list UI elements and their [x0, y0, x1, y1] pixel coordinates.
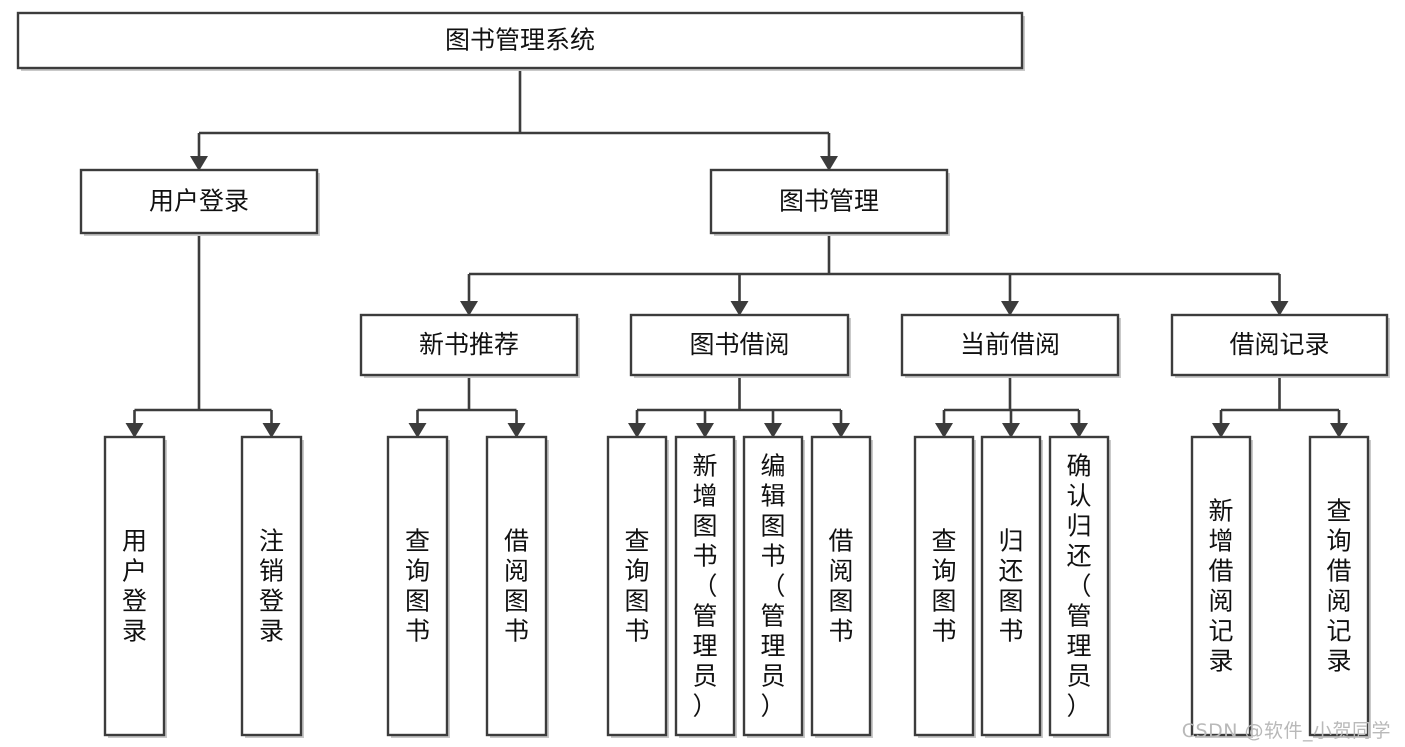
arrow-head-icon [832, 423, 850, 438]
arrow-head-icon [628, 423, 646, 438]
node-leaf-add-record[interactable]: 新增借阅记录 [1190, 435, 1253, 738]
node-box[interactable] [810, 435, 872, 737]
node-box[interactable] [386, 435, 449, 737]
node-leaf-add-book[interactable]: 新增图书（管理员） [674, 435, 737, 738]
arrow-head-icon [730, 301, 749, 316]
node-box[interactable] [79, 168, 319, 235]
node-box[interactable] [913, 435, 975, 737]
connector-group-records [1212, 375, 1348, 438]
connector-group-login [125, 233, 281, 438]
node-borrow[interactable]: 图书借阅 [629, 313, 851, 378]
arrow-head-icon [1001, 301, 1019, 316]
node-leaf-return-book[interactable]: 归还图书 [980, 435, 1043, 738]
node-box[interactable] [1190, 435, 1252, 737]
arrow-head-icon [408, 423, 427, 438]
arrow-head-icon [125, 423, 144, 438]
node-box[interactable] [1170, 313, 1389, 377]
arrow-head-icon [1330, 423, 1348, 438]
arrow-head-icon [1270, 301, 1289, 316]
node-label: 查询图书 [624, 526, 649, 645]
node-box[interactable] [606, 435, 668, 737]
node-box[interactable] [629, 313, 850, 377]
connector-group-root [190, 68, 838, 171]
connector-group-bookmgmt [460, 233, 1289, 316]
arrow-head-icon [190, 156, 208, 171]
node-current[interactable]: 当前借阅 [900, 313, 1121, 378]
arrow-head-icon [1002, 423, 1020, 438]
node-layer: 图书管理系统用户登录图书管理新书推荐图书借阅当前借阅借阅记录用户登录注销登录查询… [16, 11, 1390, 738]
node-root[interactable]: 图书管理系统 [16, 11, 1025, 71]
node-login[interactable]: 用户登录 [79, 168, 320, 236]
node-label: 归还图书 [998, 526, 1023, 645]
node-box[interactable] [674, 435, 736, 737]
node-label: 查询借阅记录 [1326, 496, 1351, 675]
node-box[interactable] [742, 435, 804, 737]
node-records[interactable]: 借阅记录 [1170, 313, 1390, 378]
node-label: 编辑图书（管理员） [760, 451, 785, 720]
node-label: 当前借阅 [960, 330, 1060, 359]
node-box[interactable] [900, 313, 1120, 377]
node-box[interactable] [1308, 435, 1370, 737]
arrow-head-icon [935, 423, 953, 438]
node-leaf-query-book-2[interactable]: 查询图书 [606, 435, 669, 738]
arrow-head-icon [696, 423, 714, 438]
node-leaf-confirm-return[interactable]: 确认归还（管理员） [1048, 435, 1111, 738]
node-box[interactable] [980, 435, 1042, 737]
node-label: 借阅记录 [1229, 330, 1329, 359]
arrow-head-icon [460, 301, 478, 316]
csdn-watermark: CSDN @软件_小贺同学 [1181, 720, 1391, 742]
node-leaf-borrow-book-1[interactable]: 借阅图书 [485, 435, 549, 738]
arrow-head-icon [262, 423, 281, 438]
node-label: 用户登录 [122, 526, 147, 645]
node-label: 图书借阅 [689, 330, 789, 359]
node-box[interactable] [359, 313, 579, 377]
node-label: 新增借阅记录 [1208, 496, 1233, 675]
arrow-head-icon [764, 423, 782, 438]
connector-group-current [935, 375, 1088, 438]
arrow-head-icon [1070, 423, 1088, 438]
node-box[interactable] [16, 11, 1024, 70]
node-leaf-user-logout[interactable]: 注销登录 [240, 435, 304, 738]
node-label: 确认归还（管理员） [1066, 451, 1091, 720]
node-leaf-query-book-3[interactable]: 查询图书 [913, 435, 976, 738]
node-label: 查询图书 [931, 526, 956, 645]
connector-layer [125, 68, 1348, 438]
arrow-head-icon [1212, 423, 1230, 438]
connector-group-borrow [628, 375, 850, 438]
node-box[interactable] [103, 435, 166, 737]
node-label: 借阅图书 [504, 526, 529, 645]
node-box[interactable] [1048, 435, 1110, 737]
node-leaf-edit-book[interactable]: 编辑图书（管理员） [742, 435, 805, 738]
node-box[interactable] [240, 435, 303, 737]
node-newbook[interactable]: 新书推荐 [359, 313, 580, 378]
node-bookmgmt[interactable]: 图书管理 [709, 168, 950, 236]
node-leaf-query-record[interactable]: 查询借阅记录 [1308, 435, 1371, 738]
node-box[interactable] [709, 168, 949, 235]
node-box[interactable] [485, 435, 548, 737]
arrow-head-icon [507, 423, 526, 438]
node-leaf-query-book-1[interactable]: 查询图书 [386, 435, 450, 738]
arrow-head-icon [820, 156, 838, 171]
node-label: 新增图书（管理员） [692, 451, 717, 720]
node-label: 查询图书 [405, 526, 430, 645]
connector-group-newbook [408, 375, 526, 438]
node-leaf-borrow-book-2[interactable]: 借阅图书 [810, 435, 873, 738]
node-label: 借阅图书 [828, 526, 853, 645]
node-label: 新书推荐 [419, 330, 519, 359]
node-label: 注销登录 [259, 526, 284, 645]
node-label: 图书管理系统 [445, 26, 595, 55]
node-leaf-user-login[interactable]: 用户登录 [103, 435, 167, 738]
node-label: 图书管理 [779, 187, 879, 216]
node-label: 用户登录 [149, 187, 249, 216]
